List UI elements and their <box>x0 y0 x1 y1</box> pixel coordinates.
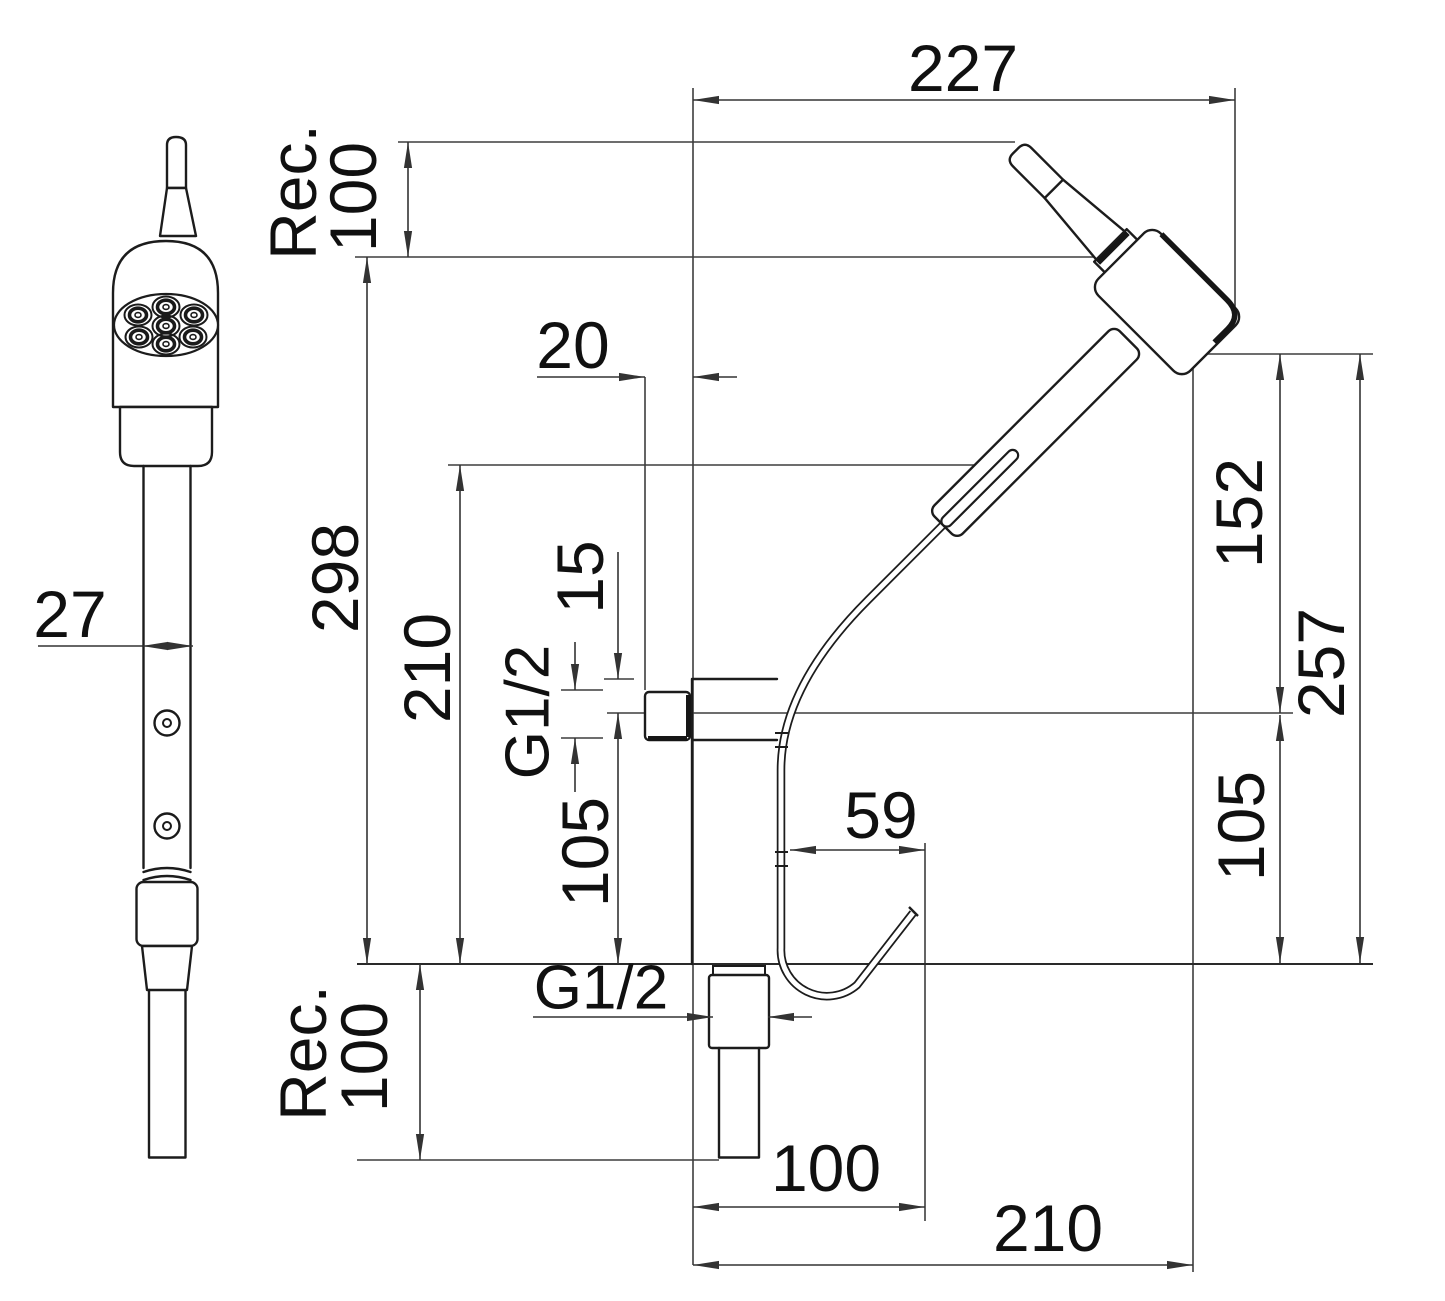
front-head-lower <box>118 405 214 468</box>
dim-g12-top: G1/2 <box>494 645 563 779</box>
dimension-labels: 227 Rec. 100 20 298 210 15 G1/2 105 59 1… <box>33 31 1358 1265</box>
hook-tip-cap <box>908 906 919 917</box>
front-handle <box>142 464 192 882</box>
dim-100-bottom: 100 <box>327 1002 401 1112</box>
tube-clip-marks <box>775 732 788 867</box>
dim-rec-top: Rec. <box>256 124 330 260</box>
dim-152: 152 <box>1202 458 1276 568</box>
dim-100-h: 100 <box>771 1131 881 1205</box>
dim-298: 298 <box>298 523 372 633</box>
side-shower-tip <box>1008 143 1065 200</box>
spray-nozzles <box>123 295 209 356</box>
dim-227: 227 <box>908 31 1018 105</box>
outlet-nut <box>707 973 771 1050</box>
outlet-pipe <box>717 1046 761 1159</box>
wall-bracket <box>643 677 779 966</box>
dim-105-left: 105 <box>548 797 622 907</box>
handle-buttons <box>153 709 181 840</box>
front-neck <box>158 186 198 238</box>
dim-257: 257 <box>1284 608 1358 718</box>
holder-arm <box>930 327 1141 538</box>
dim-100-top: 100 <box>316 142 390 252</box>
dim-210-h: 210 <box>993 1191 1103 1265</box>
side-hand-shower <box>1008 143 1241 376</box>
front-sleeve <box>135 880 199 948</box>
dim-105-right: 105 <box>1204 771 1278 881</box>
dim-15: 15 <box>543 540 617 613</box>
spray-face-edge <box>1159 232 1238 345</box>
front-nut <box>140 944 194 992</box>
dimension-lines <box>38 95 1365 1270</box>
dim-59: 59 <box>844 778 917 852</box>
dim-27: 27 <box>33 577 106 651</box>
front-pipe <box>147 988 187 1159</box>
extension-lines <box>355 88 1373 1272</box>
dim-g12-bottom: G1/2 <box>534 954 668 1023</box>
bottom-outlet <box>707 965 771 1159</box>
holder-tube <box>775 517 951 1001</box>
square-inlet-g12 <box>643 690 692 742</box>
outlet-flange <box>712 965 766 976</box>
front-tip <box>165 135 188 190</box>
arm-slot <box>940 448 1020 528</box>
dim-rec-bottom: Rec. <box>266 985 340 1121</box>
dim-210-v: 210 <box>390 613 464 723</box>
front-view-hand-shower <box>111 135 220 1159</box>
dim-20: 20 <box>536 308 609 382</box>
